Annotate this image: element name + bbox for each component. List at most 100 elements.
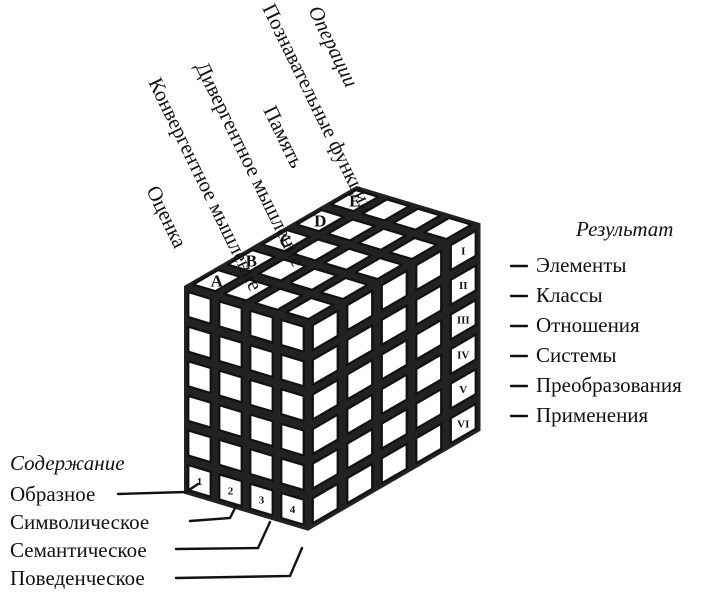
cube-cell-top xyxy=(261,229,311,253)
content-label-4: Поведенческое xyxy=(10,566,145,590)
product-label-1: Элементы xyxy=(536,253,627,277)
cube-cell-side xyxy=(449,402,477,445)
product-numeral-1: I xyxy=(461,246,465,258)
cube-cell-side xyxy=(311,344,339,386)
cube-cell-front xyxy=(280,318,305,353)
cube-cell-front xyxy=(187,360,212,395)
cube-cell-front xyxy=(218,404,243,438)
products-heading: Результат xyxy=(575,217,673,241)
content-label-3: Семантическое xyxy=(10,538,147,562)
leader-line xyxy=(116,482,200,496)
product-numeral-6: VI xyxy=(457,419,469,431)
cube-cell-side xyxy=(449,333,477,376)
content-number-3: 3 xyxy=(259,495,265,507)
cube-cell-side xyxy=(449,298,477,341)
cube-cell-side xyxy=(380,269,408,312)
cube-cell-front xyxy=(249,413,274,448)
cube-cell-side xyxy=(311,378,339,421)
cube-cell-front xyxy=(218,438,243,473)
operation-letter-a: A xyxy=(211,272,224,291)
cube-cell-front xyxy=(249,448,274,482)
operation-label-a: Оценка xyxy=(142,182,193,253)
cube-cell-front xyxy=(249,344,274,379)
cube-cell-front xyxy=(218,334,243,369)
cube-cell-top xyxy=(388,236,438,261)
cube-cell-side xyxy=(311,413,339,456)
cube-cell-side xyxy=(380,338,408,381)
cube-cell-top xyxy=(330,189,380,213)
cube-cell-top xyxy=(392,207,442,231)
operation-letter-b: B xyxy=(246,252,257,271)
operation-letter-d: D xyxy=(314,212,326,231)
cube-cell-front xyxy=(187,464,212,498)
operation-label-d: Память xyxy=(259,102,310,172)
product-label-6: Применения xyxy=(536,403,649,427)
contents-labels: Содержание Образное Символическое Семант… xyxy=(10,451,304,590)
products-labels: Результат Элементы Классы Отношения Сист… xyxy=(509,217,682,427)
cube-cell-side xyxy=(346,428,374,470)
cube-cell-side xyxy=(311,448,339,490)
operation-letter-c: C xyxy=(280,232,292,251)
cube-cell-front xyxy=(187,325,212,360)
cube-cell-top xyxy=(288,267,338,291)
cube-cell-top xyxy=(323,247,373,271)
cube-cell-front xyxy=(280,491,305,526)
cube-cell-side xyxy=(415,318,443,361)
cube-cell-side xyxy=(380,304,408,346)
cube-cell-front xyxy=(187,429,212,464)
cube-cell-top xyxy=(223,278,273,302)
operation-letter-e: E xyxy=(349,192,360,211)
cube-cell-side xyxy=(346,393,374,436)
contents-heading: Содержание xyxy=(10,451,125,475)
cube-cell-front xyxy=(187,394,212,429)
cube-cell-top xyxy=(226,249,276,273)
leader-line xyxy=(174,520,272,551)
product-label-3: Отношения xyxy=(536,313,640,337)
leader-line xyxy=(188,504,238,523)
cube-cell-side xyxy=(380,408,408,450)
cube-cell-front xyxy=(218,369,243,404)
cube-cell-top xyxy=(285,296,335,321)
content-label-1: Образное xyxy=(10,482,95,506)
product-numeral-2: II xyxy=(459,280,468,292)
content-number-4: 4 xyxy=(290,504,296,516)
product-label-5: Преобразования xyxy=(536,373,682,397)
cube-cell-side xyxy=(415,249,443,292)
cube-cell-side xyxy=(415,284,443,326)
cube-cell-side xyxy=(380,373,408,416)
cube-cell-top xyxy=(354,256,404,281)
cube-cell-front xyxy=(280,353,305,388)
cube-cell-side xyxy=(380,442,408,485)
product-label-2: Классы xyxy=(536,283,603,307)
product-label-4: Системы xyxy=(536,343,616,367)
cube-cell-side xyxy=(415,353,443,396)
cube-cell-top xyxy=(192,269,242,293)
cube-cell-top xyxy=(326,218,376,242)
cube-cell-front xyxy=(218,300,243,335)
cube-cell-front xyxy=(249,378,274,413)
cube-cell-side xyxy=(311,482,339,525)
cube-cell-top xyxy=(357,227,407,251)
cube-cell-side xyxy=(346,324,374,366)
cube-cell-side xyxy=(311,309,339,352)
product-numeral-3: III xyxy=(457,315,470,327)
leader-line xyxy=(174,546,304,580)
cube-cell-top xyxy=(319,276,369,301)
product-numeral-5: V xyxy=(459,384,467,396)
cube-cell-front xyxy=(280,388,305,422)
cube-cell-side xyxy=(449,229,477,272)
cube-cell-top xyxy=(254,287,304,311)
content-number-1: 1 xyxy=(197,476,203,488)
cube-cell-side xyxy=(449,264,477,306)
content-number-2: 2 xyxy=(228,485,234,497)
cube-cell-front xyxy=(187,291,212,325)
cube-cell-top xyxy=(257,258,307,282)
cube-cell-side xyxy=(346,462,374,505)
cube-cell-top xyxy=(292,238,342,262)
cube-cell-front xyxy=(249,309,274,344)
product-numeral-4: IV xyxy=(457,349,469,361)
cube-cell-side xyxy=(415,422,443,465)
cube-cell-front xyxy=(249,482,274,517)
